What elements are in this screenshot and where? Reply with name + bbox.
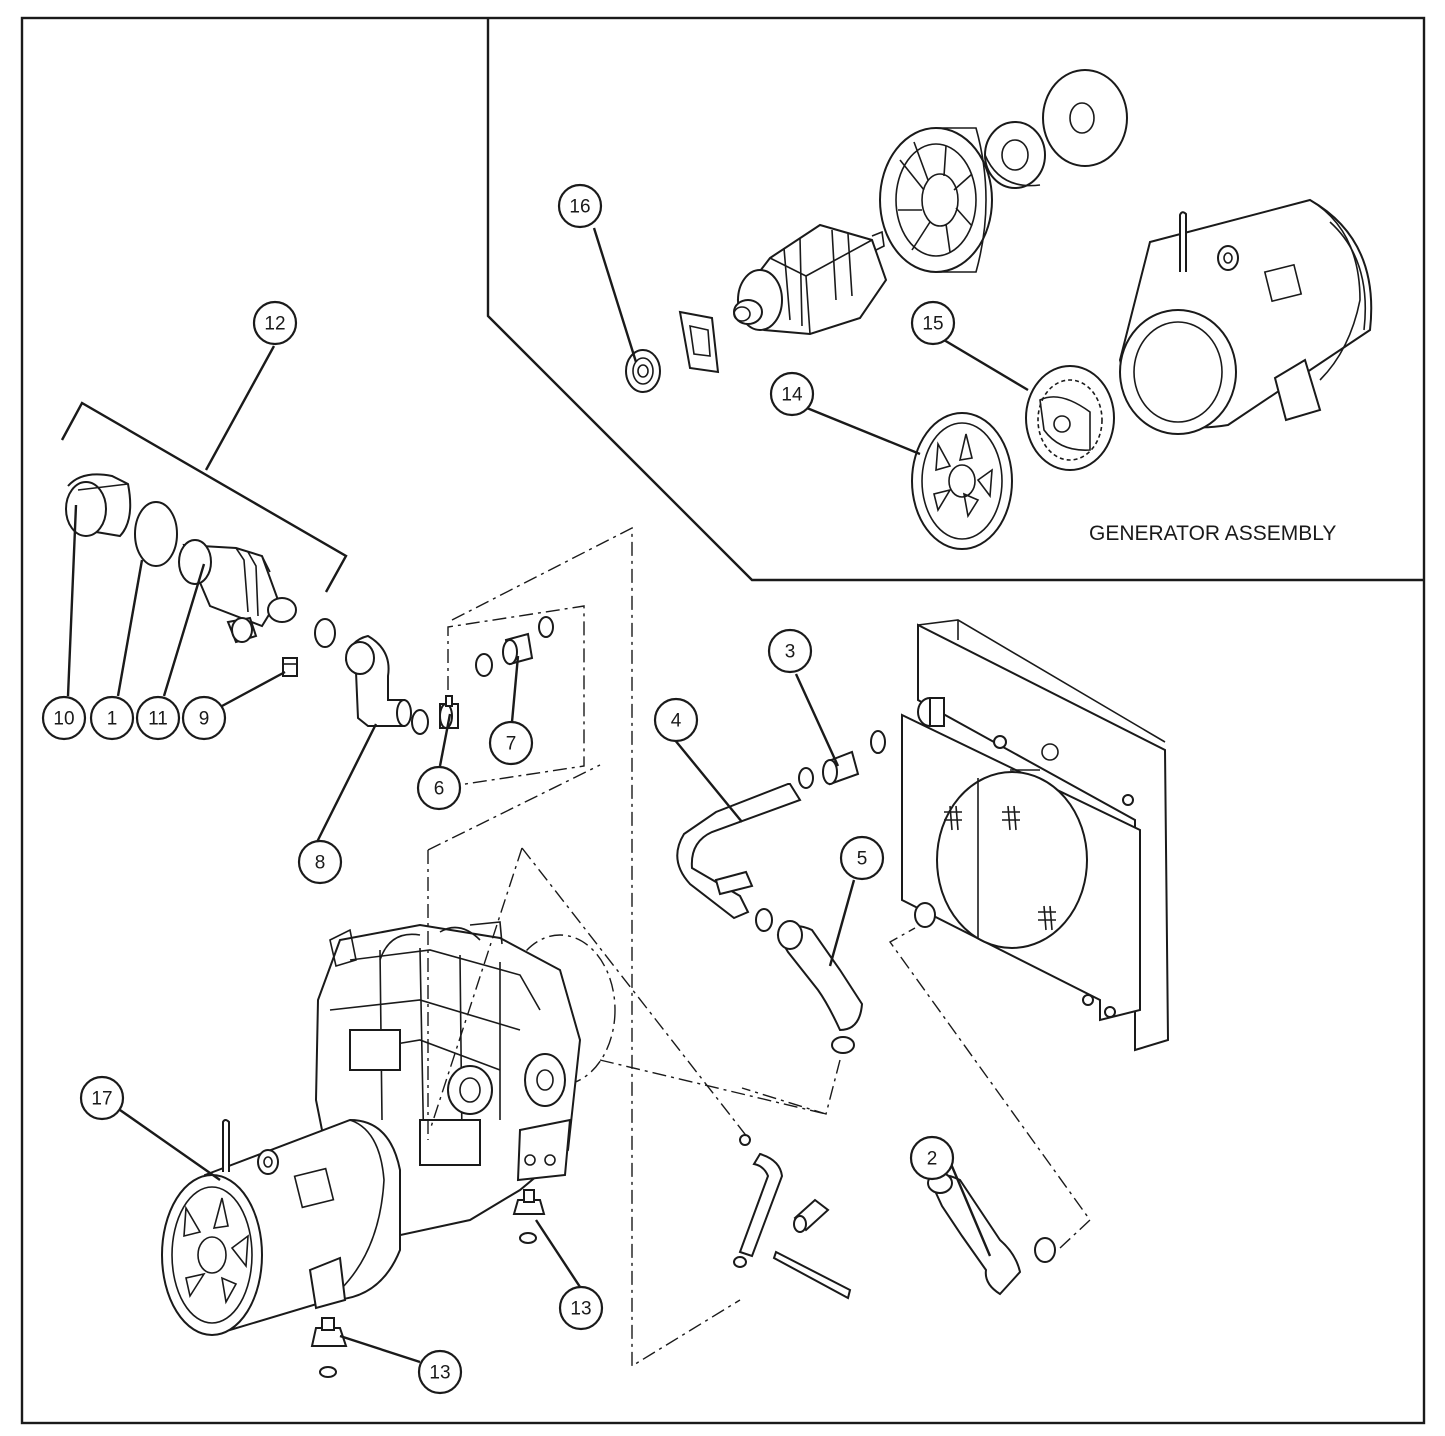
callout-13-b: 13 (417, 1349, 463, 1395)
svg-text:7: 7 (506, 734, 517, 755)
svg-text:10: 10 (53, 709, 74, 730)
tee-fitting-part (439, 695, 459, 729)
callout-3: 3 (767, 628, 813, 674)
filter-element-part (178, 539, 297, 644)
callout-8: 8 (297, 839, 343, 885)
svg-text:6: 6 (434, 779, 445, 800)
callout-12: 12 (252, 300, 298, 346)
callout-2: 2 (909, 1135, 955, 1181)
generator-housing-part (1118, 198, 1373, 435)
svg-text:9: 9 (199, 709, 210, 730)
generator-inset-border (486, 18, 1424, 582)
coupler-part (502, 632, 534, 666)
svg-text:3: 3 (785, 642, 796, 663)
callout-16: 16 (557, 183, 603, 229)
outer-frame (20, 16, 1426, 1425)
end-bell-part (911, 412, 1013, 550)
svg-text:4: 4 (671, 711, 682, 732)
engine-mount-part (512, 1189, 546, 1244)
upper-hose-part (676, 783, 802, 920)
spacer-part (984, 121, 1046, 189)
small-hose-part (738, 1152, 784, 1258)
svg-text:14: 14 (781, 385, 803, 406)
gasket-part (134, 501, 178, 567)
fan-part (879, 127, 993, 273)
cable-tie-part (772, 1250, 852, 1300)
engine-mount-part-2 (310, 1317, 348, 1378)
svg-text:8: 8 (315, 853, 326, 874)
assembly-lines (427, 526, 827, 1368)
radiator-fan-shroud (936, 771, 1088, 949)
generator-assembly-caption: GENERATOR ASSEMBLY (1089, 522, 1336, 545)
callout-17: 17 (79, 1075, 125, 1121)
washer-part (1042, 69, 1128, 167)
leader-lines (66, 227, 1029, 1364)
callout-4: 4 (653, 697, 699, 743)
svg-text:17: 17 (91, 1089, 112, 1110)
callouts: 1 2 3 4 5 6 7 8 9 10 11 12 13 13 14 15 1… (41, 183, 956, 1395)
callout-1: 1 (89, 695, 135, 741)
callout-10: 10 (41, 695, 87, 741)
elbow-hose-part (344, 634, 412, 727)
callout-15: 15 (910, 300, 956, 346)
callout-7: 7 (488, 720, 534, 766)
callout-11: 11 (135, 695, 181, 741)
svg-text:15: 15 (922, 314, 943, 335)
callout-14: 14 (769, 371, 815, 417)
radiator-parts (676, 619, 1170, 1300)
svg-text:16: 16 (569, 197, 590, 218)
o-ring-part (314, 618, 336, 648)
svg-text:1: 1 (107, 709, 118, 730)
svg-text:13: 13 (570, 1299, 591, 1320)
engine-generator-housing-part (161, 1118, 401, 1336)
radiator-frame (917, 623, 1170, 1052)
callout-9: 9 (181, 695, 227, 741)
svg-text:2: 2 (927, 1149, 938, 1170)
callout-6: 6 (416, 765, 462, 811)
connector-part (793, 1198, 830, 1233)
callout-13-a: 13 (558, 1285, 604, 1331)
fitting-part (282, 657, 298, 677)
air-cleaner-parts (60, 401, 585, 787)
bearing-part (625, 349, 661, 393)
engine-generator-parts (161, 921, 616, 1378)
svg-text:12: 12 (264, 314, 285, 335)
assembly-bracket-12 (60, 401, 348, 593)
hose-coupler-part (822, 750, 860, 786)
adapter-plate-part (1025, 365, 1115, 471)
svg-text:13: 13 (429, 1363, 450, 1384)
svg-text:11: 11 (148, 709, 168, 730)
rotor-part (733, 223, 888, 336)
brush-holder-part (678, 310, 720, 374)
svg-text:5: 5 (857, 849, 868, 870)
generator-parts (625, 69, 1373, 550)
callout-5: 5 (839, 835, 885, 881)
